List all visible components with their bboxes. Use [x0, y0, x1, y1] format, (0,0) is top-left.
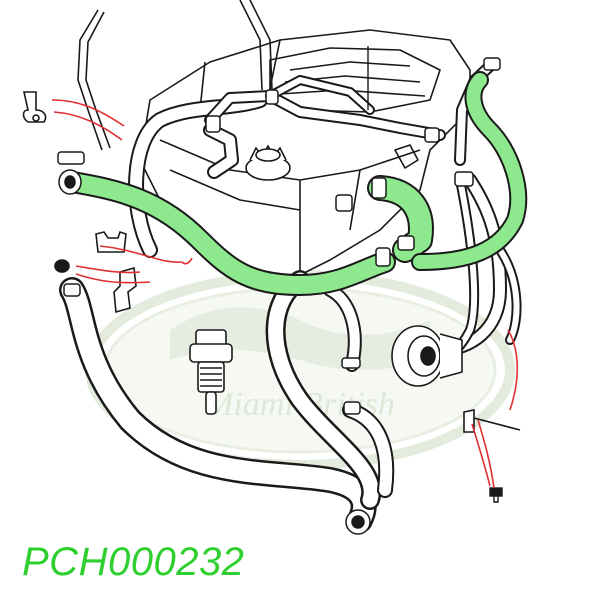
callout-lines	[51, 99, 519, 489]
highlighted-coolant-hose	[61, 71, 528, 296]
oil-filler-cap-icon	[245, 144, 291, 181]
part-number-label: PCH000232	[22, 540, 245, 584]
temperature-sensor-icon	[189, 329, 233, 415]
bracket-icon	[54, 230, 521, 433]
coolant-hoses-outline	[59, 60, 522, 533]
bolt-icon	[489, 487, 503, 503]
water-pump-pulley-icon	[391, 325, 463, 387]
spring-clip-icon	[22, 91, 47, 123]
dipstick-tube	[77, 0, 273, 151]
engine-block-icon	[139, 29, 471, 281]
hose-clamp-icon	[57, 57, 501, 535]
